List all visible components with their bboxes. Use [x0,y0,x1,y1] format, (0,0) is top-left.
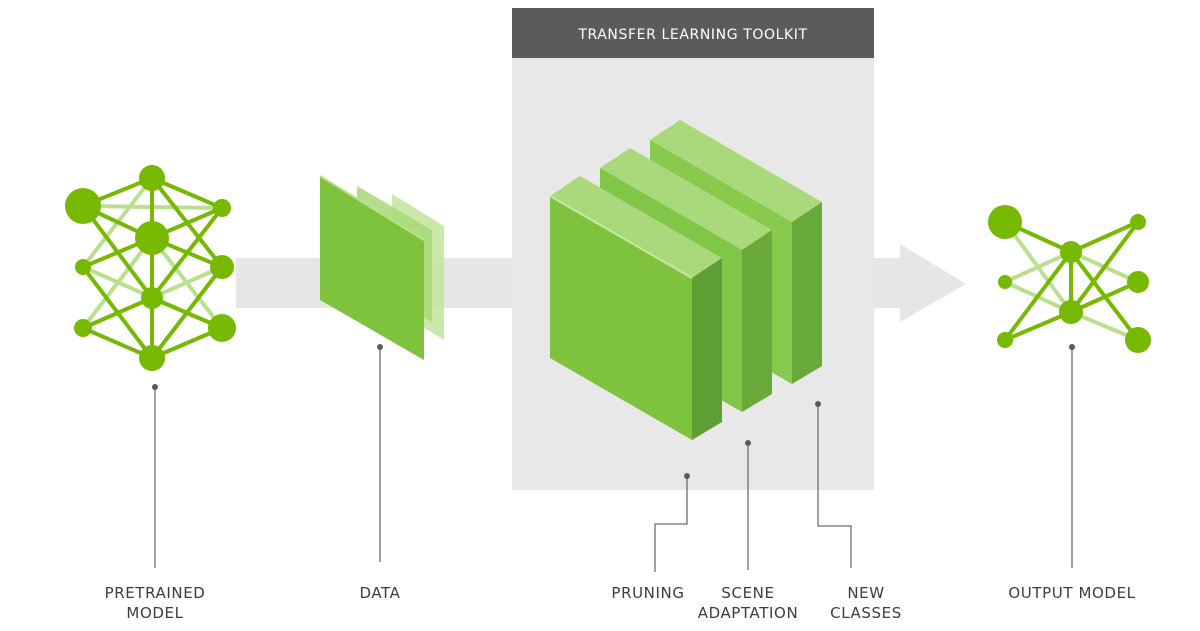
data-layers-icon [319,175,444,360]
new-classes-leader [817,404,852,568]
pruned-network-icon [988,205,1151,353]
label-new-classes-line2: CLASSES [830,604,902,622]
scene-dot [745,440,751,446]
label-data: DATA [359,584,400,602]
label-pruning: PRUNING [611,584,684,602]
pruning-leader [654,476,688,572]
pruning-dot [684,473,690,479]
neural-network-icon [65,165,236,371]
label-output-model: OUTPUT MODEL [1008,584,1135,602]
label-pretrained-line1: PRETRAINED [105,584,206,602]
new-classes-dot [815,401,821,407]
stacked-blocks-icon [549,120,822,440]
data-dot [377,344,383,350]
toolkit-panel-header [512,8,874,58]
toolkit-title: TRANSFER LEARNING TOOLKIT [577,27,807,43]
label-scene-line1: SCENE [721,584,774,602]
pretrained-dot [152,384,158,390]
label-pretrained-line2: MODEL [126,604,183,622]
label-scene-line2: ADAPTATION [698,604,799,622]
output-dot [1069,344,1075,350]
label-new-classes-line1: NEW [847,584,884,602]
